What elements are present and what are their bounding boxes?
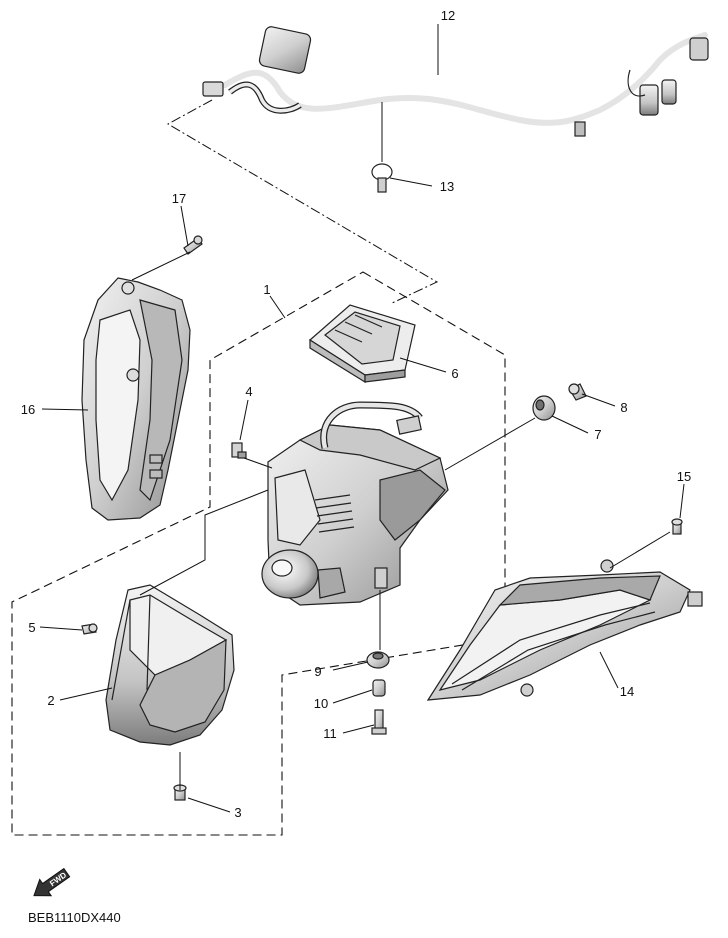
callout-14: 14 (620, 684, 634, 699)
callout-10: 10 (314, 696, 328, 711)
callout-15: 15 (677, 469, 691, 484)
grommet-9 (366, 651, 390, 669)
side-bracket (81, 277, 191, 521)
callout-12: 12 (441, 8, 455, 23)
callout-11: 11 (323, 726, 337, 741)
callout-13: 13 (440, 179, 454, 194)
callout-7: 7 (594, 427, 601, 442)
screw-8 (568, 383, 587, 401)
drawing-code: BEB1110DX440 (28, 910, 121, 925)
position-light (426, 559, 703, 701)
forward-arrow-icon: FWD (33, 867, 71, 897)
callout-2: 2 (47, 693, 54, 708)
collar-10 (372, 679, 386, 697)
callout-16: 16 (21, 402, 35, 417)
callout-3: 3 (234, 805, 241, 820)
clip-4 (231, 442, 247, 459)
callout-5: 5 (28, 620, 35, 635)
projector-lens (261, 549, 319, 599)
clamp (371, 163, 393, 193)
screw-5 (81, 623, 98, 635)
callout-8: 8 (620, 400, 627, 415)
control-unit (309, 304, 416, 384)
screw-17 (183, 235, 203, 255)
bolt-11 (371, 709, 387, 735)
leader-lines (39, 24, 685, 813)
assembly-boundary-dashed (11, 271, 506, 836)
callout-labels: 12 13 17 1 16 6 4 8 7 15 5 9 14 2 10 11 … (21, 8, 691, 820)
callout-9: 9 (314, 664, 321, 679)
headlight-unit (261, 401, 449, 606)
callout-1: 1 (263, 282, 270, 297)
callout-4: 4 (245, 384, 252, 399)
wire-harness (202, 26, 709, 137)
harness-routing-line (166, 99, 439, 305)
grommet-7 (532, 395, 556, 421)
screw-15 (671, 518, 683, 535)
heatsink-fins (314, 494, 355, 533)
callout-6: 6 (451, 366, 458, 381)
lower-cover (105, 584, 235, 746)
callout-17: 17 (172, 191, 186, 206)
